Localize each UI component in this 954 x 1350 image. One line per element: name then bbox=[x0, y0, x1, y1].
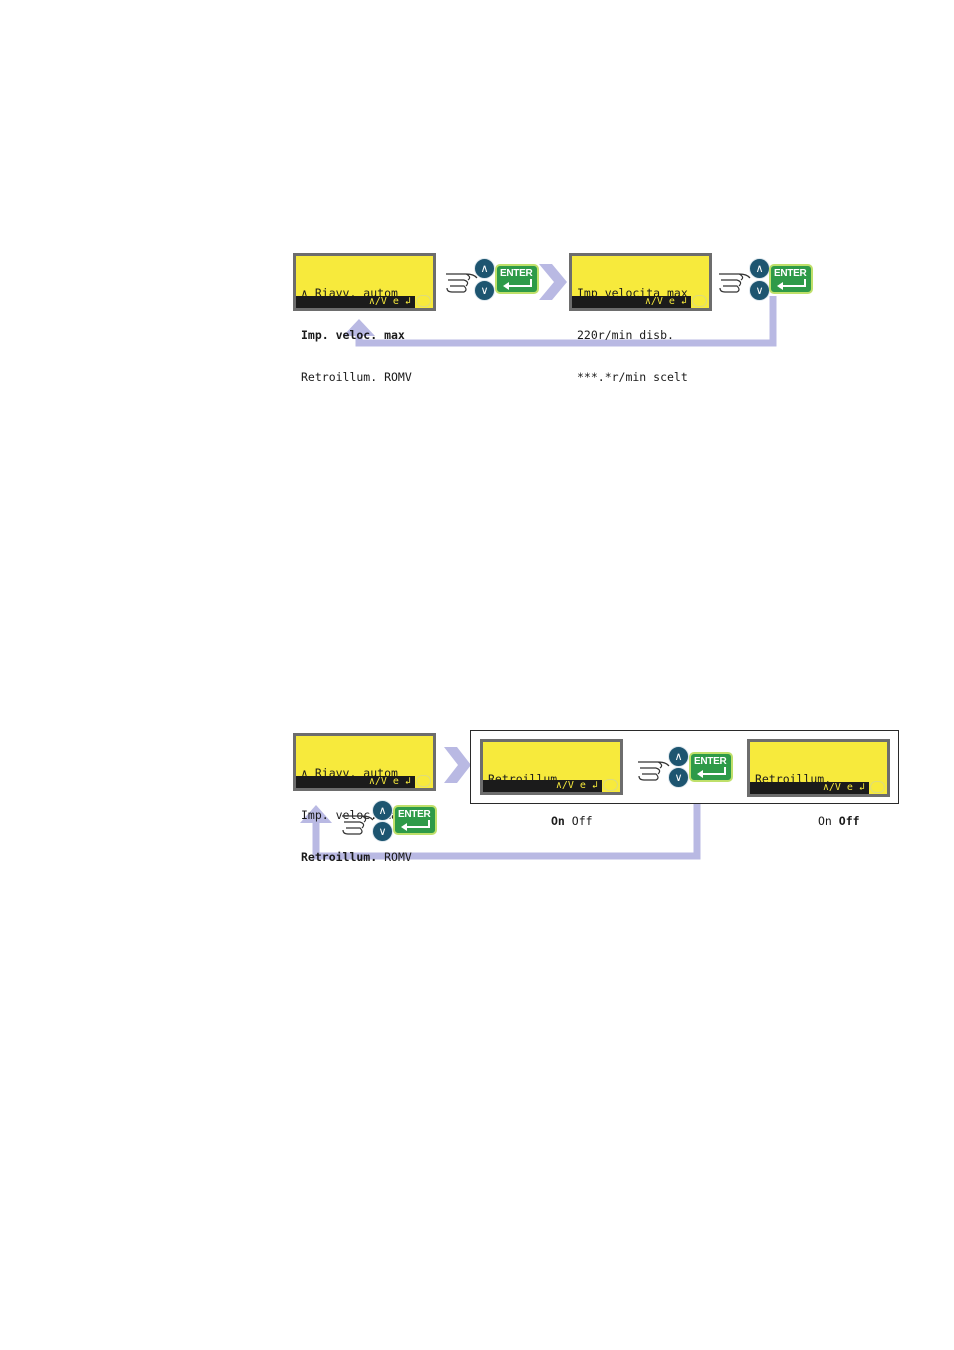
enter-icon bbox=[777, 279, 806, 290]
enter-button[interactable]: ENTER bbox=[689, 752, 733, 782]
pointing-hand-icon bbox=[446, 273, 478, 293]
lcd-footer: ∧/V e ↲ bbox=[572, 296, 691, 308]
lcd-menu-screen-1: ∧ Riavv. autom Imp. veloc. max Retroillu… bbox=[293, 253, 436, 384]
enter-button[interactable]: ENTER bbox=[393, 805, 437, 835]
down-arrow-icon: ∨ bbox=[755, 284, 764, 297]
up-button[interactable]: ∧ bbox=[372, 800, 393, 821]
lcd-line-options: On Off bbox=[488, 814, 616, 828]
lcd-corner-icon bbox=[870, 781, 885, 793]
down-button[interactable]: ∨ bbox=[668, 767, 689, 788]
lcd-footer: ∧/V e ↲ bbox=[483, 780, 602, 792]
enter-label: ENTER bbox=[774, 268, 807, 279]
forward-arrow-1 bbox=[539, 264, 567, 300]
up-button[interactable]: ∧ bbox=[749, 258, 770, 279]
enter-button[interactable]: ENTER bbox=[495, 264, 539, 294]
down-button[interactable]: ∨ bbox=[372, 821, 393, 842]
enter-icon bbox=[503, 279, 532, 290]
lcd-retroillum-on-screen: Retroillum. On Off ∧/V e ↲ bbox=[480, 739, 623, 828]
down-arrow-icon: ∨ bbox=[480, 284, 489, 297]
lcd-line: ***.*r/min scelt bbox=[577, 370, 688, 384]
down-arrow-icon: ∨ bbox=[674, 771, 683, 784]
lcd-footer: ∧/V e ↲ bbox=[296, 776, 415, 788]
enter-label: ENTER bbox=[398, 809, 431, 820]
pointing-hand-icon bbox=[638, 761, 670, 781]
lcd-item-rest: ROMV bbox=[377, 850, 412, 864]
lcd-speed-screen: Imp velocita max 220r/min disb. ***.*r/m… bbox=[569, 253, 712, 384]
option-off: Off bbox=[571, 814, 593, 828]
pointing-hand-icon bbox=[719, 273, 751, 293]
return-loop-1 bbox=[355, 296, 777, 347]
lcd-menu-screen-2: ∧ Riavv. autom Imp. veloc. max Retroillu… bbox=[293, 733, 436, 864]
option-on-selected: On bbox=[551, 814, 565, 828]
lcd-line-options: On Off bbox=[755, 814, 883, 828]
lcd-line: 220r/min disb. bbox=[577, 328, 674, 342]
up-arrow-icon: ∧ bbox=[480, 262, 489, 275]
down-button[interactable]: ∨ bbox=[474, 280, 495, 301]
up-arrow-icon: ∧ bbox=[378, 804, 387, 817]
pointing-hand-icon bbox=[342, 815, 374, 835]
option-off-selected: Off bbox=[838, 814, 860, 828]
lcd-line-selected: Retroillum. ROMV bbox=[301, 850, 429, 864]
lcd-corner-icon bbox=[692, 295, 707, 307]
enter-button[interactable]: ENTER bbox=[769, 264, 813, 294]
lcd-footer: ∧/V e ↲ bbox=[296, 296, 415, 308]
return-loop-2 bbox=[312, 804, 701, 860]
up-button[interactable]: ∧ bbox=[474, 258, 495, 279]
return-arrowhead-1 bbox=[343, 319, 375, 336]
down-arrow-icon: ∨ bbox=[378, 825, 387, 838]
down-button[interactable]: ∨ bbox=[749, 280, 770, 301]
enter-label: ENTER bbox=[694, 756, 727, 767]
forward-arrow-2 bbox=[444, 747, 471, 783]
enter-label: ENTER bbox=[500, 268, 533, 279]
option-on: On bbox=[818, 814, 832, 828]
up-button[interactable]: ∧ bbox=[668, 746, 689, 767]
enter-icon bbox=[697, 767, 726, 778]
lcd-line: Retroillum. ROMV bbox=[301, 370, 412, 384]
lcd-corner-icon bbox=[416, 775, 431, 787]
lcd-selected-item: Retroillum. bbox=[301, 850, 378, 864]
lcd-retroillum-off-screen: Retroillum. On Off ∧/V e ↲ bbox=[747, 739, 890, 828]
return-arrowhead-2 bbox=[300, 805, 332, 823]
up-arrow-icon: ∧ bbox=[674, 750, 683, 763]
lcd-corner-icon bbox=[603, 779, 618, 791]
lcd-line-selected: Imp. veloc. max bbox=[301, 328, 405, 342]
enter-icon bbox=[401, 820, 430, 831]
lcd-corner-icon bbox=[416, 295, 431, 307]
lcd-footer: ∧/V e ↲ bbox=[750, 782, 869, 794]
up-arrow-icon: ∧ bbox=[755, 262, 764, 275]
